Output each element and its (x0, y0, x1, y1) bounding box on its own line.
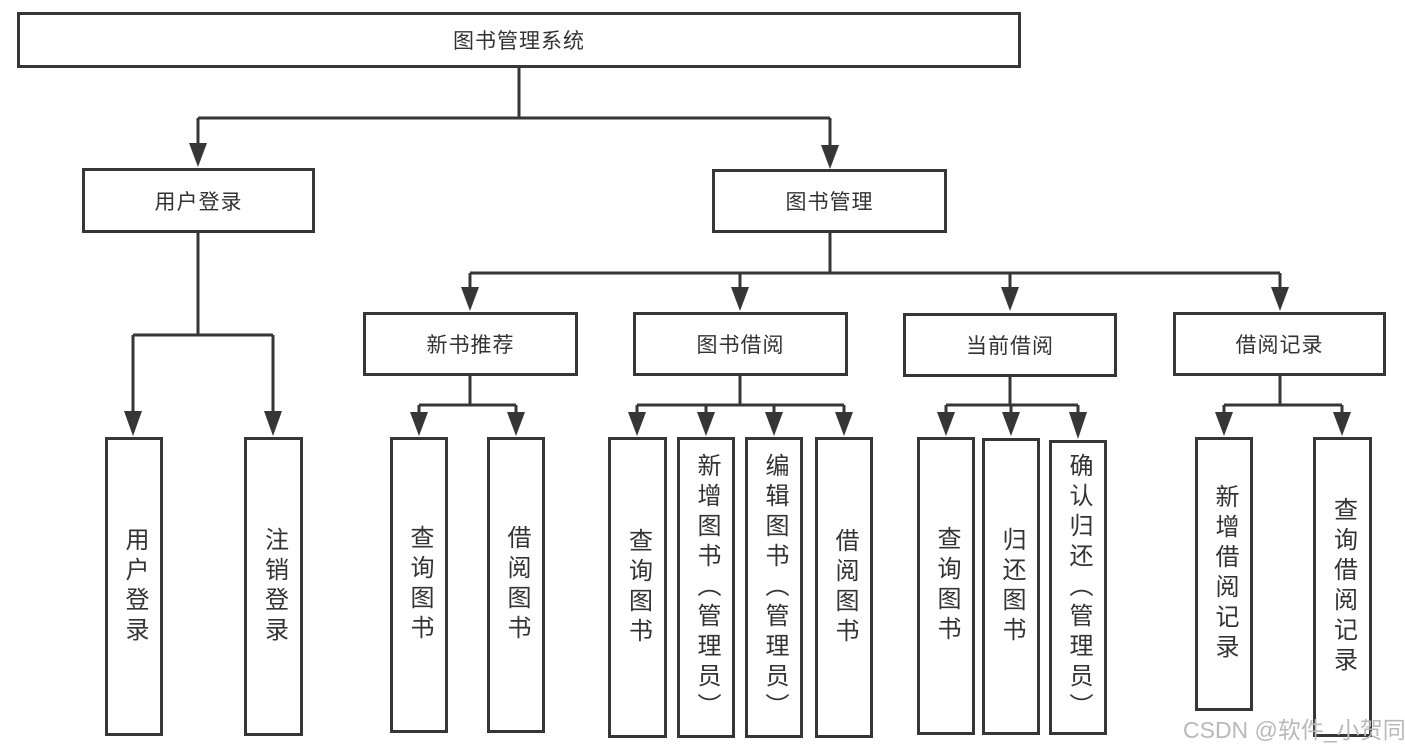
leaf-edit-book-admin: 编辑图书（管理员） (745, 437, 803, 738)
node-library-management-system: 图书管理系统 (17, 12, 1021, 68)
node-label: 借阅图书 (831, 527, 858, 648)
node-label: 新增借阅记录 (1211, 484, 1238, 664)
node-new-book-recommendation: 新书推荐 (363, 312, 578, 376)
leaf-confirm-return-admin: 确认归还（管理员） (1049, 440, 1107, 735)
connector-root-split (196, 68, 832, 147)
leaf-add-book-admin: 新增图书（管理员） (677, 437, 735, 738)
node-user-login: 用户登录 (82, 168, 315, 233)
csdn-watermark: CSDN @软件_小贺同学 (1183, 717, 1405, 743)
node-label: 当前借阅 (966, 335, 1054, 358)
leaf-return-book: 归还图书 (982, 438, 1040, 735)
node-label: 借阅记录 (1235, 334, 1324, 357)
connector-user-login-split (131, 232, 275, 413)
leaf-query-borrow-record: 查询借阅记录 (1313, 437, 1372, 737)
node-label: 用户登录 (154, 190, 243, 214)
leaf-query-books-current: 查询图书 (917, 437, 975, 735)
node-label: 确认归还（管理员） (1065, 452, 1092, 723)
node-label: 查询图书 (406, 525, 433, 645)
leaf-add-borrow-record: 新增借阅记录 (1195, 437, 1253, 711)
leaf-borrow-books-borrowing: 借阅图书 (815, 437, 873, 738)
connector-book-management-split (468, 233, 1282, 289)
node-label: 编辑图书（管理员） (761, 452, 788, 723)
node-borrowing-records: 借阅记录 (1173, 312, 1386, 376)
connector-level3-splits (417, 376, 1344, 414)
leaf-user-login: 用户登录 (105, 437, 163, 736)
leaf-query-books-borrowing: 查询图书 (608, 437, 667, 738)
leaf-borrow-books-recommend: 借阅图书 (487, 437, 545, 733)
arrow-down-icons (124, 143, 1351, 439)
node-book-borrowing: 图书借阅 (633, 312, 848, 376)
node-label: 新增图书（管理员） (693, 452, 720, 723)
node-current-borrowing: 当前借阅 (903, 313, 1117, 377)
node-label: 新书推荐 (426, 334, 515, 357)
node-label: 查询借阅记录 (1329, 497, 1357, 677)
node-label: 用户登录 (121, 526, 148, 647)
node-label: 借阅图书 (503, 525, 530, 645)
node-label: 图书管理 (785, 191, 874, 214)
node-label: 查询图书 (933, 526, 960, 646)
node-book-management: 图书管理 (712, 169, 947, 233)
node-label: 归还图书 (998, 526, 1025, 647)
leaf-logout: 注销登录 (244, 437, 303, 736)
node-label: 查询图书 (624, 527, 652, 648)
node-label: 图书借阅 (696, 334, 785, 357)
node-label: 图书管理系统 (453, 30, 585, 53)
leaf-query-books-recommend: 查询图书 (390, 437, 448, 733)
node-label: 注销登录 (260, 526, 288, 647)
